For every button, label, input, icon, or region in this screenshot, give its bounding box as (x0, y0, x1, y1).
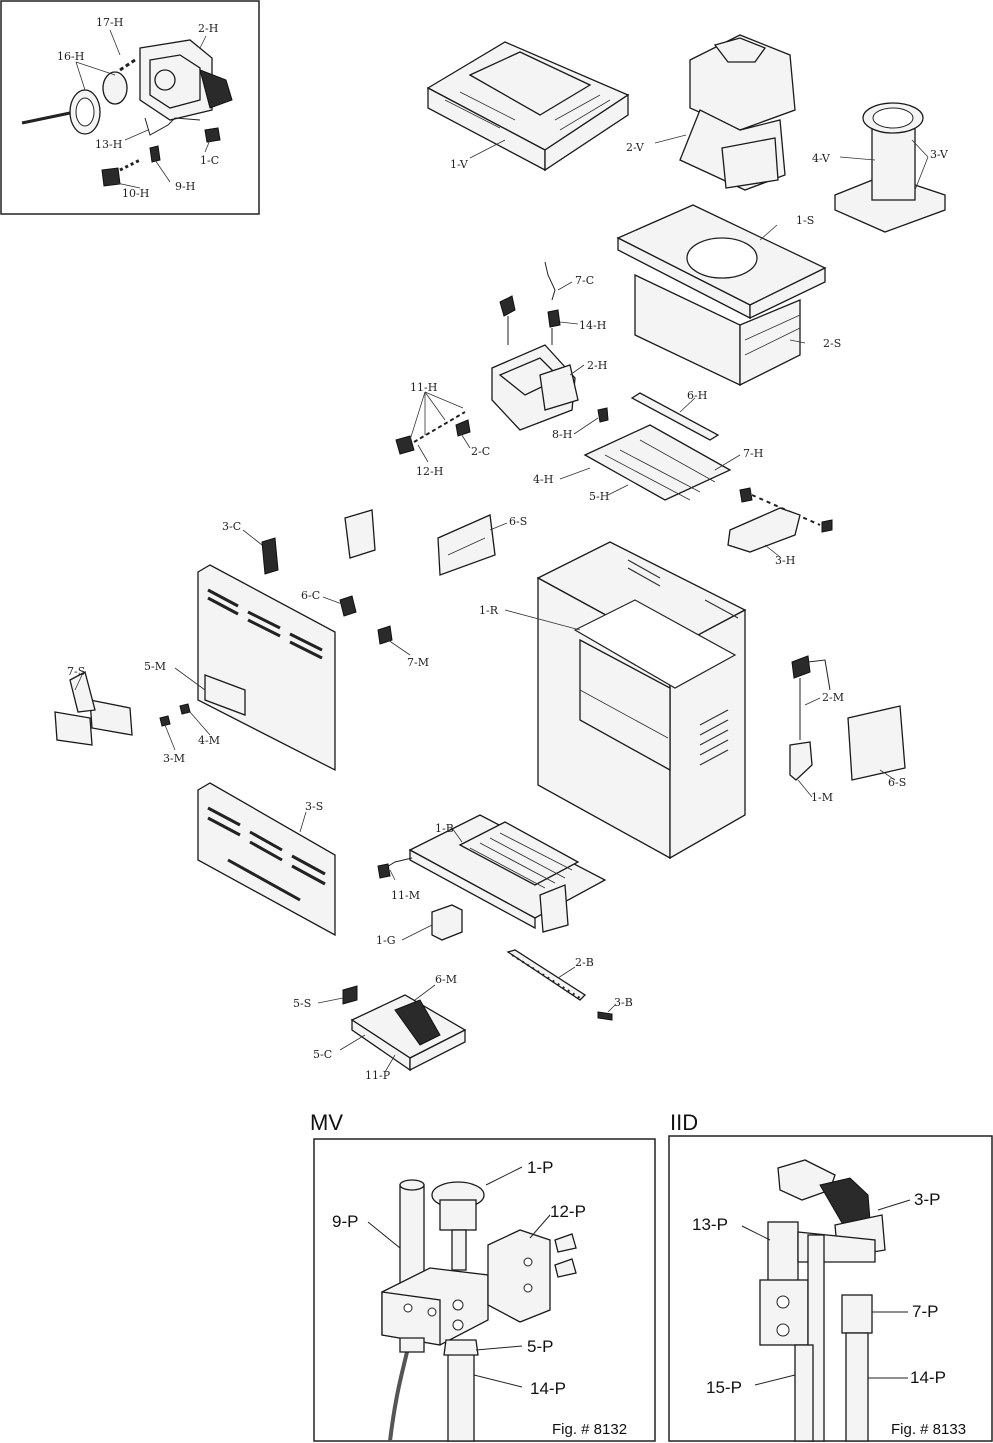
label-6-h: 6-H (687, 389, 707, 402)
label-3-b: 3-B (614, 996, 633, 1009)
label-11-p: 11-P (365, 1069, 391, 1082)
label-1-c: 1-C (200, 154, 219, 167)
label-13-h: 13-H (95, 138, 122, 151)
part-2-m-1-m-thermostat: 2-M 6-S 1-M (789, 655, 906, 804)
label-16-h: 16-H (57, 50, 84, 63)
label-6-m: 6-M (435, 973, 457, 986)
label-3-v: 3-V (930, 148, 949, 161)
label-2-c: 2-C (471, 445, 490, 458)
label-7-s: 7-S (67, 665, 85, 678)
iid-fig-number: Fig. # 8133 (891, 1421, 966, 1438)
label-7-c: 7-C (575, 274, 594, 287)
label-9-h: 9-H (175, 180, 195, 193)
label-4-m: 4-M (198, 734, 220, 747)
label-7-p: 7-P (912, 1302, 938, 1321)
label-2-h: 2-H (587, 359, 607, 372)
label-17-h: 17-H (96, 16, 123, 29)
label-5-s: 5-S (293, 997, 311, 1010)
label-1-b: 1-B (435, 822, 454, 835)
label-1-r: 1-R (479, 604, 499, 617)
label-1-g: 1-G (376, 934, 396, 947)
label-6-s-right: 6-S (888, 776, 906, 789)
label-5-m: 5-M (144, 660, 166, 673)
label-2-s: 2-S (823, 337, 841, 350)
part-3-v-4-v-vent: 4-V 3-V (812, 102, 949, 233)
label-14-p-mv: 14-P (530, 1379, 566, 1398)
label-4-h: 4-H (533, 473, 553, 486)
label-11-h: 11-H (410, 381, 437, 394)
label-4-v: 4-V (812, 152, 831, 165)
part-1-v-top-cover: 1-V (426, 41, 630, 172)
label-2-m: 2-M (822, 691, 844, 704)
label-1-s: 1-S (796, 214, 814, 227)
part-heat-exchanger: 6-H 8-H 7-H 4-H 5-H 3-H (533, 389, 833, 567)
label-10-h: 10-H (122, 187, 149, 200)
label-6-s-top: 6-S (509, 515, 527, 528)
label-5-h: 5-H (589, 490, 609, 503)
mv-heading: MV (310, 1110, 343, 1135)
label-11-m: 11-M (391, 889, 420, 902)
part-3-s-lower-panel: 3-S (197, 782, 336, 937)
inset-burner-assembly: 17-H 2-H 16-H 13-H 1-C 9-H 10-H (0, 0, 260, 215)
label-3-s: 3-S (305, 800, 323, 813)
mv-fig-number: Fig. # 8132 (552, 1421, 627, 1438)
label-1-v: 1-V (450, 158, 469, 171)
label-15-p: 15-P (706, 1378, 742, 1397)
part-5-m-front-panel: 5-M 4-M 3-M (144, 564, 336, 772)
label-13-p: 13-P (692, 1215, 728, 1234)
part-7-s-sight-glass: 7-S (54, 665, 133, 746)
part-1-b-burner-tray: 1-B 11-M 1-G (376, 814, 607, 947)
part-2-b-3-b: 2-B 3-B (506, 949, 633, 1021)
label-7-h: 7-H (743, 447, 763, 460)
label-12-h: 12-H (416, 465, 443, 478)
iid-pilot-detail: IID 3-P 13-P 7-P 14-P 15-P Fig. # 8133 (668, 1110, 993, 1442)
label-5-c: 5-C (313, 1048, 332, 1061)
part-2-h-burner-assembly: 7-C 14-H 2-H 11-H 2-C 12-H (395, 261, 607, 478)
mv-pilot-detail: MV 1-P 9-P 12-P 5-P (310, 1110, 656, 1442)
label-8-h: 8-H (552, 428, 572, 441)
part-pilot-tray: 5-S 6-M 5-C 11-P (293, 973, 467, 1082)
label-3-h: 3-H (775, 554, 795, 567)
label-2-h-inset: 2-H (198, 22, 218, 35)
label-3-p: 3-P (914, 1190, 940, 1209)
label-9-p: 9-P (332, 1212, 358, 1231)
label-14-p-iid: 14-P (910, 1368, 946, 1387)
label-1-p: 1-P (527, 1158, 553, 1177)
part-1-s-2-s-flue-collector: 1-S 2-S (616, 204, 841, 387)
label-12-p: 12-P (550, 1202, 586, 1221)
label-1-m: 1-M (811, 791, 833, 804)
label-2-b: 2-B (575, 956, 594, 969)
label-6-c: 6-C (301, 589, 320, 602)
label-3-m: 3-M (163, 752, 185, 765)
label-7-m: 7-M (407, 656, 429, 669)
label-2-v: 2-V (626, 141, 645, 154)
label-3-c: 3-C (222, 520, 241, 533)
label-5-p: 5-P (527, 1337, 553, 1356)
label-14-h: 14-H (579, 319, 606, 332)
part-1-r-cabinet: 1-R (479, 541, 747, 860)
part-controls-brackets: 3-C 6-S 6-C 7-M (222, 509, 527, 669)
iid-heading: IID (670, 1110, 698, 1135)
part-2-v-draft-hood: 2-V (626, 34, 796, 191)
